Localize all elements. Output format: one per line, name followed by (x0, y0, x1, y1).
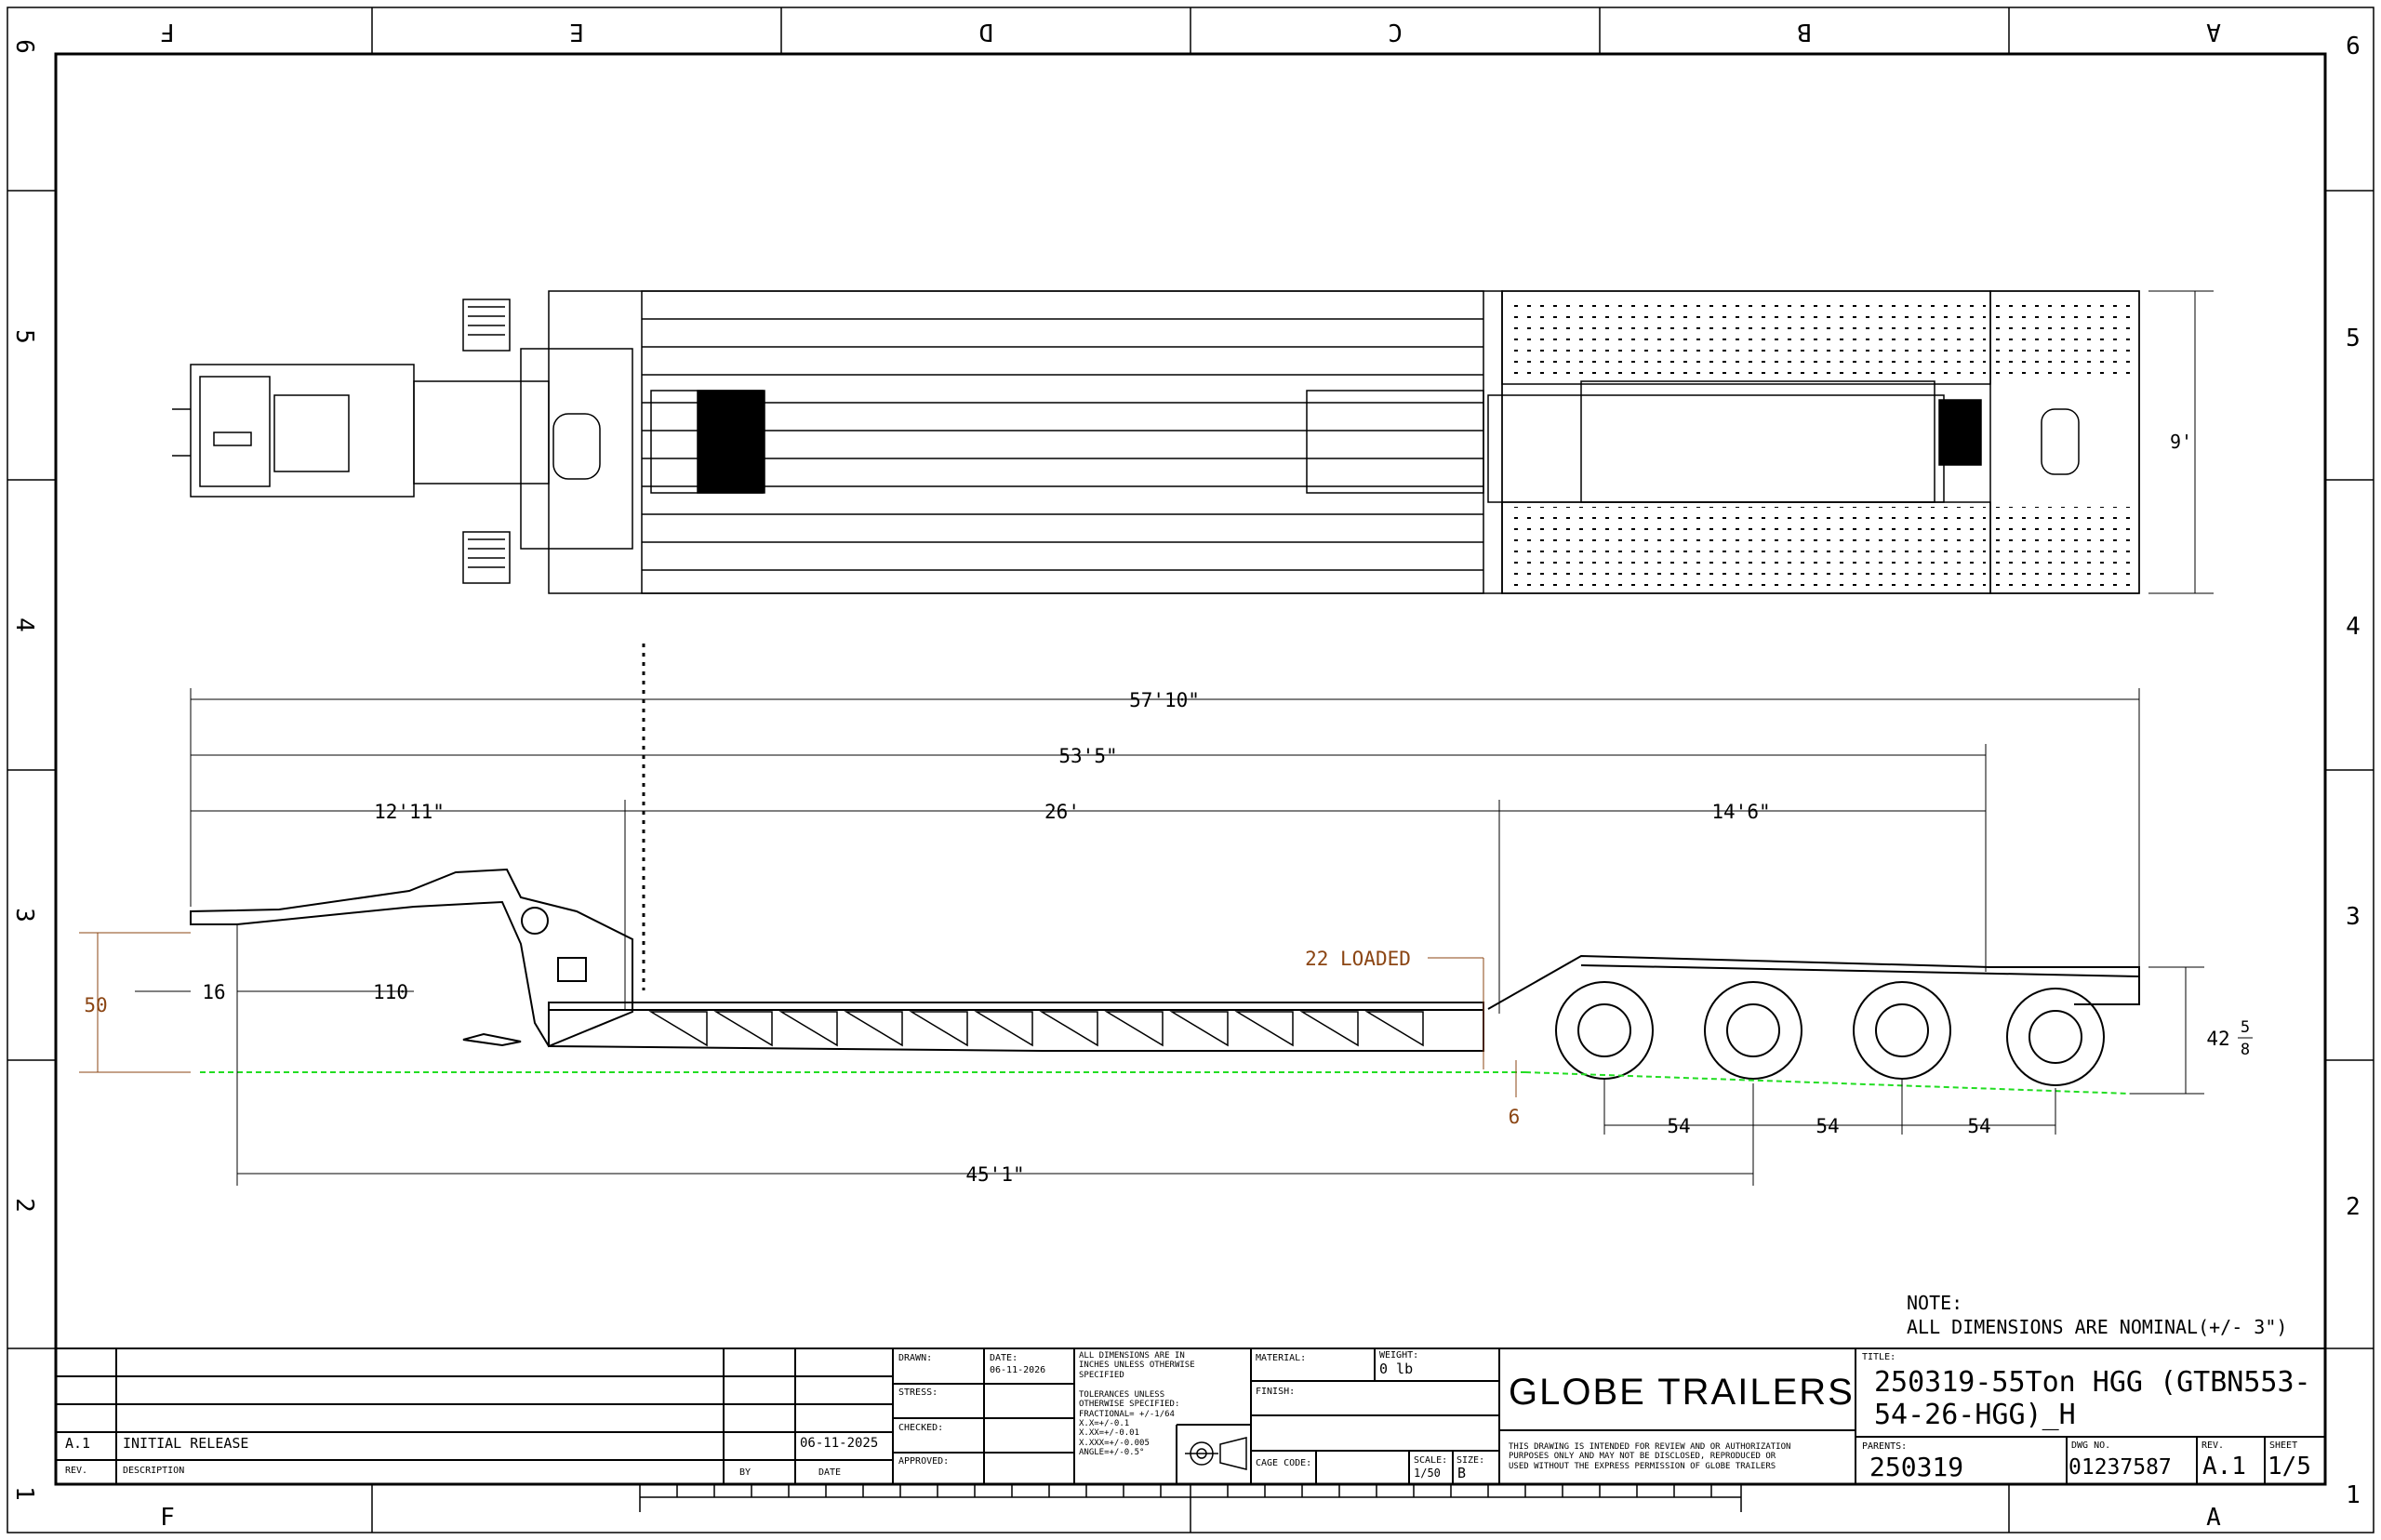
sheet-label: SHEET (2269, 1440, 2298, 1451)
disclaimer: THIS DRAWING IS INTENDED FOR REVIEW AND … (1509, 1442, 1791, 1471)
stress-label: STRESS: (898, 1387, 938, 1398)
deck-truss (648, 1011, 1424, 1047)
tolerance-body: TOLERANCES UNLESS OTHERWISE SPECIFIED: F… (1079, 1390, 1180, 1458)
scale-label: SCALE: (1414, 1455, 1448, 1466)
checker-plate-pattern (1507, 296, 2135, 589)
zone-row-label: 6 (10, 39, 38, 54)
ground-line-rear (1524, 1071, 2131, 1095)
title-label: TITLE: (1862, 1352, 1896, 1362)
size-label: SIZE: (1457, 1455, 1485, 1466)
zone-row-label: 6 (2346, 33, 2361, 60)
zone-ticks (7, 7, 2374, 1533)
dimension-lines-accent (79, 932, 1517, 1097)
zone-col-label: B (1797, 18, 1812, 46)
inner-border (54, 52, 2327, 1486)
dim-kingpin-to-axle: 45'1" (965, 1163, 1024, 1186)
cage-code-label: CAGE CODE: (1256, 1458, 1312, 1468)
zone-col-label: C (1388, 18, 1403, 46)
zone-row-label: 2 (2346, 1193, 2361, 1221)
material-label: MATERIAL: (1256, 1353, 1307, 1363)
trailer-top-view (172, 290, 2214, 594)
dim-gooseneck: 110 (373, 981, 408, 1003)
zone-row-label: 5 (2346, 325, 2361, 352)
dim-deck-length: 26' (1044, 801, 1080, 823)
approved-label: APPROVED: (898, 1456, 950, 1467)
projection-symbol (1185, 1437, 1247, 1470)
zone-row-label: 1 (2346, 1481, 2361, 1509)
revision-col-description: DESCRIPTION (123, 1466, 185, 1476)
zone-col-label: D (978, 18, 993, 46)
dwg-no-label: DWG NO. (2071, 1440, 2111, 1451)
sheet-value: 1/5 (2268, 1454, 2311, 1480)
dim-rear-height-den: 8 (2241, 1041, 2250, 1059)
revision-col-rev: REV. (65, 1466, 88, 1476)
zone-row-label: 2 (10, 1198, 38, 1213)
zone-row-label: 4 (10, 617, 38, 632)
revision-date: 06-11-2025 (800, 1436, 879, 1451)
dim-width: 9' (2170, 431, 2192, 453)
date-label: DATE: (990, 1353, 1018, 1363)
dim-fifth-wheel-height: 50 (84, 994, 107, 1016)
dim-kingpin-offset: 16 (202, 981, 225, 1003)
zone-col-label: F (160, 1504, 175, 1532)
dim-overall-length: 57'10" (1129, 689, 1200, 711)
company-name: GLOBE TRAILERS (1509, 1372, 1855, 1413)
size-value: B (1457, 1466, 1467, 1481)
dim-gooseneck-length: 12'11" (374, 801, 445, 823)
dwg-no-value: 01237587 (2068, 1455, 2172, 1480)
title-block-grid (56, 1348, 2325, 1484)
dim-axle-spacing: 54 (1667, 1115, 1690, 1137)
checked-label: CHECKED: (898, 1423, 944, 1433)
tolerance-header: ALL DIMENSIONS ARE IN INCHES UNLESS OTHE… (1079, 1351, 1195, 1380)
parents-label: PARENTS: (1862, 1441, 1908, 1452)
zone-row-label: 5 (10, 329, 38, 344)
revision-col-by: BY (739, 1467, 752, 1478)
scale-value: 1/50 (1414, 1467, 1441, 1480)
dim-ground-clearance: 6 (1509, 1106, 1521, 1128)
revision-description: INITIAL RELEASE (123, 1436, 249, 1452)
zone-col-label: E (569, 18, 584, 46)
zone-col-label: A (2206, 1504, 2221, 1532)
zone-row-label: 4 (2346, 613, 2361, 641)
weight-label: WEIGHT: (1379, 1350, 1419, 1361)
trailer-side-view (190, 868, 2140, 1086)
zone-col-label: A (2206, 18, 2221, 46)
revision-rev: A.1 (65, 1436, 91, 1452)
weight-value: 0 lb (1379, 1361, 1414, 1377)
zone-col-label: F (160, 18, 175, 46)
revision-col-date: DATE (818, 1467, 842, 1478)
drawing-title: 250319-55Ton HGG (GTBN553- 54-26-HGG)_H (1874, 1367, 2311, 1431)
dim-axle-spacing: 54 (1967, 1115, 1990, 1137)
dim-axle-spacing: 54 (1816, 1115, 1839, 1137)
zone-row-label: 3 (2346, 903, 2361, 931)
rev-label: REV. (2201, 1440, 2225, 1451)
finish-label: FINISH: (1256, 1387, 1296, 1397)
dimension-lines (135, 688, 2204, 1186)
parents-value: 250319 (1869, 1453, 1964, 1482)
zone-row-label: 3 (10, 908, 38, 923)
dim-gooseneck-to-axle: 53'5" (1058, 745, 1117, 767)
zone-row-label: 1 (10, 1486, 38, 1501)
note-heading: NOTE: (1907, 1292, 1962, 1314)
outer-border (7, 7, 2374, 1533)
dim-rear-height-num: 5 (2241, 1018, 2250, 1037)
date-value: 06-11-2026 (990, 1365, 1046, 1375)
drawn-label: DRAWN: (898, 1353, 933, 1363)
dim-axle-group: 14'6" (1711, 801, 1770, 823)
rev-value: A.1 (2202, 1454, 2246, 1480)
dim-deck-height-loaded: 22 LOADED (1305, 948, 1411, 970)
dim-rear-height: 42 (2206, 1028, 2229, 1050)
note-text: ALL DIMENSIONS ARE NOMINAL(+/- 3") (1907, 1316, 2287, 1338)
